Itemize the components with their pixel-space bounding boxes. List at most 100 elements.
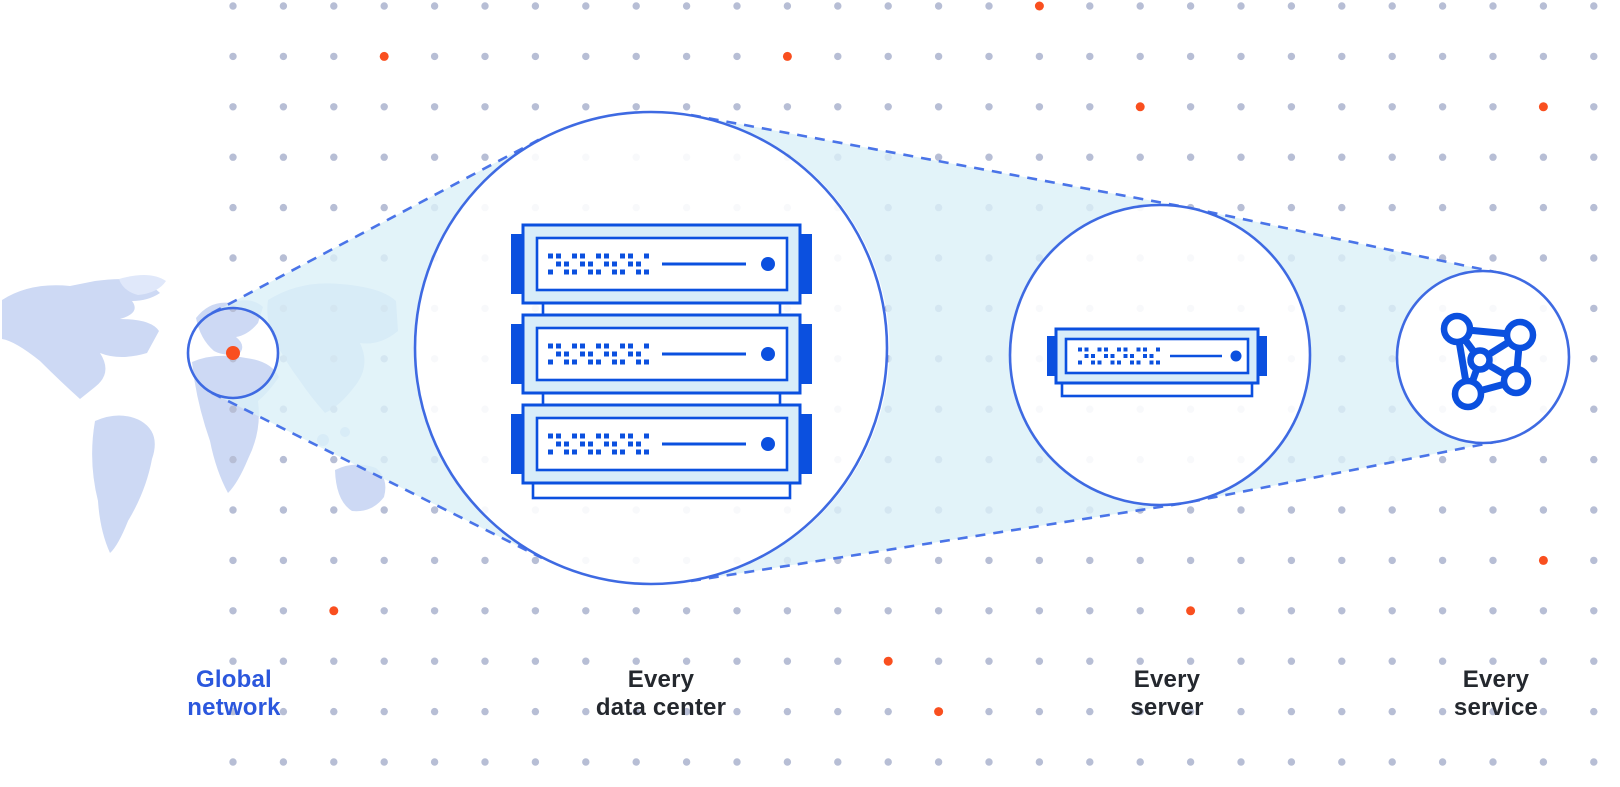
server-led: [761, 347, 775, 361]
grid-dot: [1086, 758, 1094, 766]
caption-line: Global: [196, 666, 272, 693]
grid-dot: [1590, 153, 1598, 161]
grid-dot: [1287, 556, 1296, 565]
grid-dot: [632, 607, 640, 615]
grid-dot: [430, 607, 439, 615]
grid-dot: [229, 607, 237, 615]
grid-dot: [682, 657, 691, 665]
vent-square: [556, 261, 561, 267]
vent-square: [612, 261, 617, 267]
grid-dot: [1539, 657, 1548, 665]
grid-dot-orange: [1135, 102, 1145, 112]
grid-dot: [430, 657, 439, 665]
grid-dot: [1489, 455, 1497, 464]
vent-square: [580, 351, 585, 357]
grid-dot: [834, 657, 842, 665]
grid-dot: [330, 103, 338, 111]
vent-square: [588, 359, 593, 365]
grid-dot: [1287, 52, 1296, 61]
vent-square: [596, 269, 601, 275]
vent-square: [1078, 360, 1082, 365]
grid-dot: [985, 103, 993, 111]
vent-square: [644, 253, 649, 259]
grid-dot: [1287, 707, 1296, 716]
vent-square: [1130, 360, 1134, 365]
vent-square: [1084, 354, 1089, 358]
grid-dot: [934, 153, 943, 161]
grid-dot: [934, 556, 943, 565]
network-node: [1503, 318, 1537, 352]
dashed-line: [211, 136, 543, 315]
africa: [192, 355, 279, 493]
vent-square: [1149, 354, 1154, 358]
grid-dot: [632, 2, 640, 10]
vent-square: [580, 441, 585, 447]
grid-dot: [1438, 2, 1447, 10]
grid-dot: [834, 103, 842, 111]
grid-dot: [1035, 607, 1044, 615]
rack-base: [531, 481, 792, 500]
grid-dot: [430, 103, 439, 111]
grid-dot: [1338, 758, 1346, 766]
vent-square: [628, 351, 633, 357]
grid-dot: [279, 506, 288, 514]
grid-dot: [1086, 52, 1094, 61]
grid-dot: [279, 607, 288, 615]
grid-dot: [1539, 506, 1548, 514]
grid-dot: [1489, 2, 1497, 10]
grid-dot: [531, 758, 540, 766]
dashed-line: [690, 113, 1186, 209]
grid-dot: [279, 455, 288, 464]
caption-line: service: [1453, 694, 1539, 721]
vent-square: [588, 441, 593, 447]
grid-dot: [1590, 254, 1598, 262]
grid-dot: [1338, 203, 1346, 212]
grid-dot: [582, 758, 590, 766]
network-graph-icon: [1440, 312, 1537, 411]
grid-dot: [834, 707, 842, 716]
grid-dot: [1338, 556, 1346, 565]
grid-dot: [380, 657, 388, 665]
grid-dot: [330, 455, 338, 464]
grid-dot: [1035, 707, 1044, 716]
grid-dot: [1388, 657, 1396, 665]
grid-dot: [1438, 203, 1447, 212]
grid-dot: [481, 103, 489, 111]
caption-line: network: [187, 694, 281, 721]
grid-dot: [1590, 758, 1598, 766]
vent-square: [1136, 360, 1141, 365]
vent-square: [588, 449, 593, 455]
grid-dot: [1237, 2, 1245, 10]
vent-square: [572, 343, 577, 349]
grid-dot: [279, 657, 288, 665]
vent-square: [612, 269, 617, 275]
grid-dot: [884, 2, 892, 10]
vent-square: [564, 359, 569, 365]
grid-dot: [733, 2, 741, 10]
vent-square: [548, 269, 553, 275]
grid-dot: [1186, 2, 1195, 10]
zoom-beams: [212, 115, 1500, 581]
vent-square: [548, 433, 553, 439]
grid-dot: [884, 707, 892, 716]
network-node: [1451, 377, 1485, 411]
grid-dot: [531, 657, 540, 665]
caption-every-data-center: Every data center: [596, 666, 726, 722]
grid-dot: [834, 2, 842, 10]
grid-dot: [279, 52, 288, 61]
grid-dot: [1590, 455, 1598, 464]
australia: [335, 464, 386, 512]
grid-dot: [1388, 203, 1396, 212]
grid-dot: [330, 52, 338, 61]
vent-square: [580, 433, 585, 439]
grid-dot: [1539, 758, 1548, 766]
global-network-circle: [186, 306, 280, 400]
caption-line: server: [1130, 694, 1204, 721]
grid-dot: [783, 707, 792, 716]
grid-dot: [1590, 506, 1598, 514]
grid-dot: [1136, 2, 1144, 10]
grid-dot: [1388, 506, 1396, 514]
grid-dot: [1438, 707, 1447, 716]
